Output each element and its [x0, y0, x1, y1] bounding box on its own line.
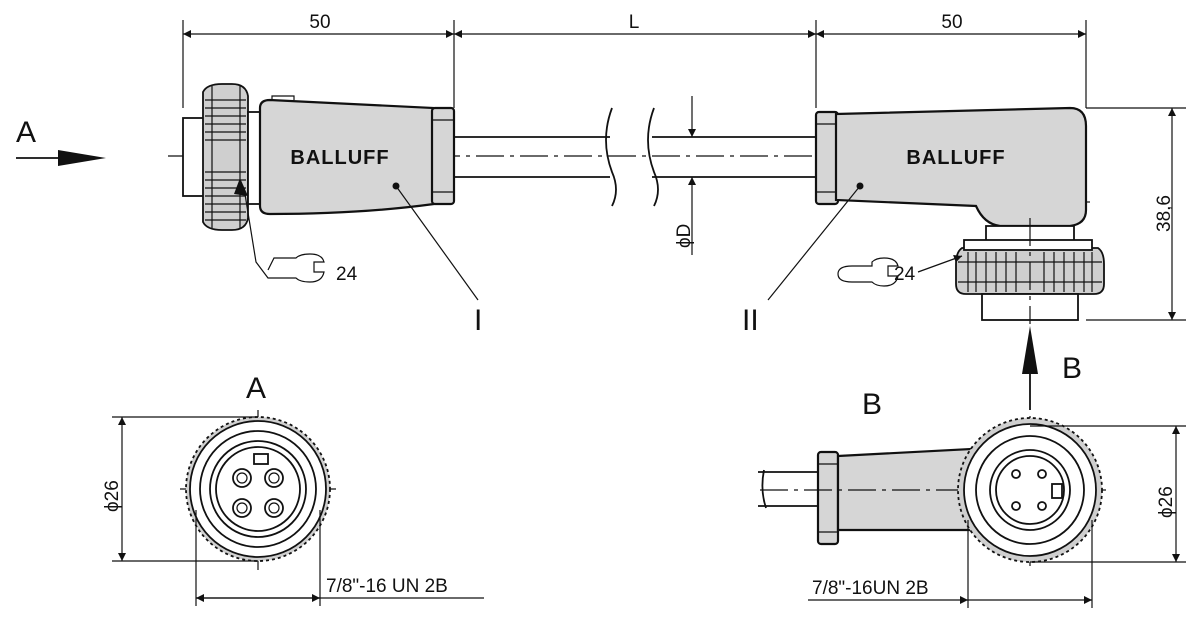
- connector-ii-label: II: [742, 304, 759, 337]
- view-a-title: A: [246, 372, 266, 405]
- brand-logo-right: BALLUFF: [906, 147, 1005, 169]
- dim-face-b-diameter: ϕ26: [1156, 486, 1177, 518]
- connector-i: BALLUFF I 24: [182, 83, 482, 337]
- dim-cable-diameter: ϕD: [674, 224, 695, 248]
- brand-logo-left: BALLUFF: [290, 147, 389, 169]
- cable: ϕD: [454, 96, 816, 255]
- view-b-title: B: [862, 388, 882, 421]
- wrench-size-right: 24: [894, 264, 916, 285]
- view-arrow-b-label: B: [1062, 352, 1082, 385]
- view-arrow-a-label: A: [16, 116, 36, 149]
- wrench-size-left: 24: [336, 264, 358, 285]
- face-view-b: B ϕ26 7/8"-16UN 2B: [758, 388, 1186, 608]
- top-dimensions: 50 L 50: [182, 12, 1087, 108]
- dim-cable-length: L: [629, 12, 640, 33]
- view-arrow-b: B: [1022, 326, 1082, 410]
- thread-a: 7/8"-16 UN 2B: [326, 576, 448, 597]
- view-arrow-a: A: [16, 116, 106, 166]
- connector-ii: BALLUFF II 24 38,6: [742, 106, 1186, 337]
- dim-face-a-diameter: ϕ26: [102, 480, 123, 512]
- face-view-a: A ϕ26 7/8"-16 UN 2B: [102, 372, 484, 606]
- connector-i-label: I: [474, 304, 482, 337]
- dim-right-length: 50: [941, 12, 962, 33]
- dim-left-length: 50: [309, 12, 330, 33]
- thread-b: 7/8"-16UN 2B: [812, 578, 929, 599]
- dim-height: 38,6: [1154, 195, 1175, 232]
